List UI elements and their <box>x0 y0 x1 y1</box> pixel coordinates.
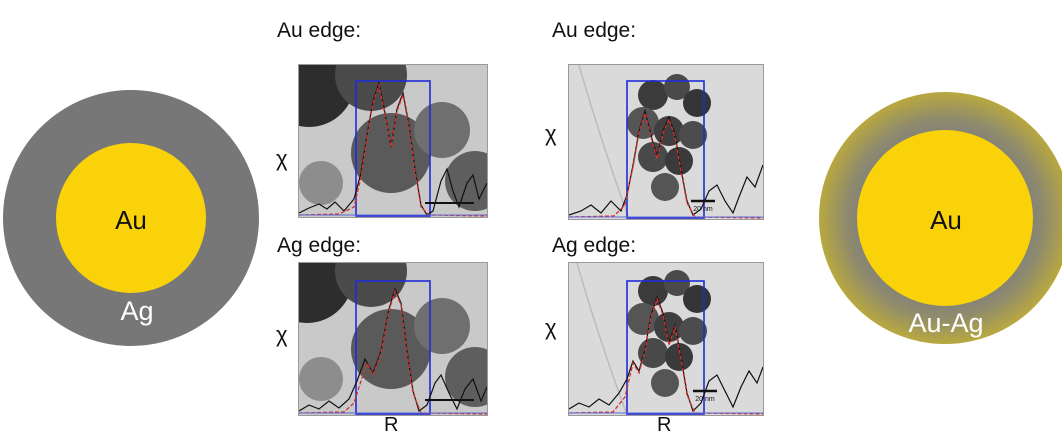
y-axis-label-chi: χ <box>276 322 288 347</box>
fit-curve <box>569 297 763 415</box>
window-box <box>626 80 705 219</box>
particle-image <box>351 113 431 193</box>
particle-image <box>638 338 668 368</box>
shell-label-auag: Au-Ag <box>908 308 983 338</box>
x-axis-label-r: R <box>384 414 399 436</box>
scale-bar-label: 20 nm <box>695 396 715 403</box>
particle-image <box>651 173 679 201</box>
particle-image <box>683 285 711 313</box>
data-curve <box>569 108 763 216</box>
exafs-tem-panel <box>298 262 488 416</box>
particle-image <box>638 80 668 110</box>
particle-image <box>679 121 707 149</box>
particle-image <box>299 357 343 401</box>
au-core <box>56 143 206 293</box>
y-axis-label-chi: χ <box>545 121 557 146</box>
particle-image <box>627 303 659 335</box>
fit-curve <box>569 110 763 219</box>
edge-label: Ag edge: <box>277 234 362 257</box>
particle-image <box>335 263 407 307</box>
particle-image <box>638 276 668 306</box>
particle-image <box>445 347 487 407</box>
particle-image <box>683 89 711 117</box>
x-axis-label-r: R <box>657 414 672 436</box>
grid-film-edge <box>576 263 628 415</box>
au-core-auag-shell-diagram: Au Au-Ag <box>819 92 1062 344</box>
core-label-au: Au <box>930 205 962 235</box>
au-core <box>857 130 1033 306</box>
fit-curve <box>299 82 487 217</box>
particle-image <box>335 65 407 111</box>
particle-image <box>414 298 470 354</box>
particle-image <box>664 270 690 296</box>
window-box <box>355 80 431 217</box>
edge-label: Ag edge: <box>552 234 637 257</box>
grid-film-edge <box>578 65 630 219</box>
fit-curve <box>299 289 487 415</box>
scale-bar-label: 20 nm <box>693 206 713 213</box>
data-curve <box>299 287 487 412</box>
data-curve <box>299 80 487 216</box>
particle-image <box>679 317 707 345</box>
shell-label-ag: Ag <box>120 296 153 326</box>
particle-image <box>299 161 343 205</box>
exafs-tem-panel: 20 nm <box>568 262 764 416</box>
particle-image <box>665 343 693 371</box>
y-axis-label-chi: χ <box>276 146 288 171</box>
y-axis-label-chi: χ <box>545 315 557 340</box>
exafs-tem-panel <box>298 64 488 218</box>
particle-image <box>627 107 659 139</box>
edge-label: Au edge: <box>277 19 362 42</box>
particle-image <box>654 312 684 342</box>
particle-image <box>638 142 668 172</box>
particle-image <box>651 369 679 397</box>
window-box <box>626 280 705 415</box>
core-label-au: Au <box>115 205 147 235</box>
exafs-tem-panel: 20 nm <box>568 64 764 220</box>
particle-image <box>414 102 470 158</box>
au-core-ag-shell-diagram: Au Ag <box>3 90 259 346</box>
window-box <box>355 280 431 415</box>
edge-label: Au edge: <box>552 19 637 42</box>
